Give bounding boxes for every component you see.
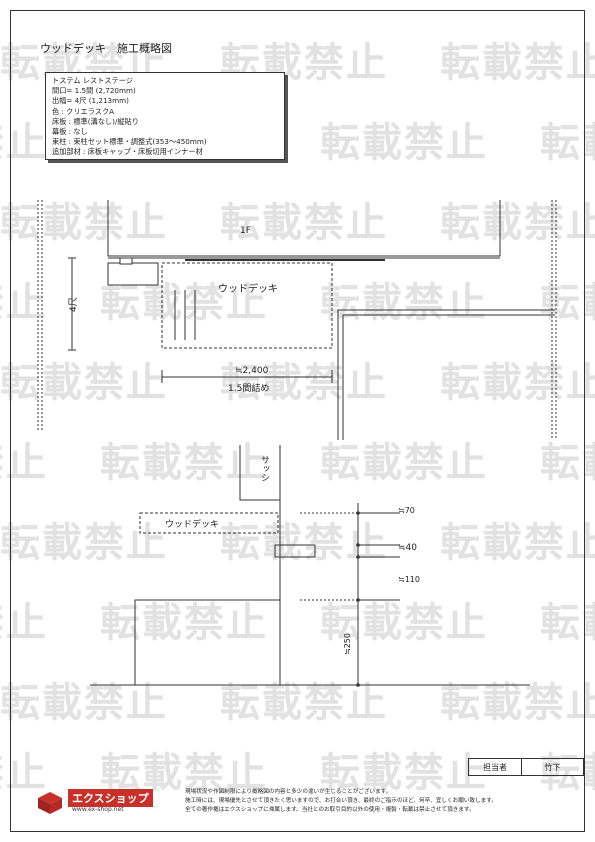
- spec-line: 束柱 : 束柱セット標準・調整式(353～450mm): [52, 137, 207, 147]
- watermark-text: 転載禁止: [0, 520, 168, 566]
- watermark-text: 転載禁止: [540, 440, 595, 486]
- watermark-text: 転載禁止: [0, 360, 168, 406]
- watermark-text: 転載禁止: [320, 440, 488, 486]
- exshop-logo-icon: [38, 792, 62, 814]
- person-name: 竹下: [544, 762, 561, 772]
- watermark-text: 転載禁止: [0, 750, 48, 796]
- watermark-text: 転載禁止: [100, 600, 268, 646]
- spec-line: 追加部材 : 床板キャップ・床板切用インナー材: [52, 147, 203, 157]
- deck-section-label: ウッドデッキ: [165, 520, 220, 530]
- watermark-text: 転載禁止: [540, 280, 595, 326]
- dimension-250: ≒250: [343, 633, 352, 655]
- page-title: ウッドデッキ 施工概略図: [40, 42, 172, 55]
- watermark-text: 転載禁止: [320, 280, 488, 326]
- brand-name: エクスショップ: [68, 789, 153, 807]
- watermark-text: 転載禁止: [540, 750, 595, 796]
- spec-line: 床板 : 標準(溝なし)/縦貼り: [52, 116, 139, 126]
- spec-line: トステム レストステージ: [52, 76, 133, 85]
- watermark-text: 転載禁止: [0, 680, 168, 726]
- watermark-text: 転載禁止: [540, 120, 595, 166]
- depth-dimension-label: 4尺: [69, 297, 79, 312]
- watermark-text: 転載禁止: [0, 200, 168, 246]
- notice-line: 全ての著作権はエクスショップに帰属します。当社とのお取引目的以外の使用・複製・転…: [185, 807, 475, 813]
- notice-line: 施工時には、現場優先とさせて頂きたく思いますので、お打合い頂き、最終のご指示のほ…: [185, 798, 497, 804]
- spec-line: 間口= 1.5間 (2,720mm): [52, 86, 136, 96]
- title-block: 担当者 竹下: [468, 758, 584, 776]
- watermark-text: 転載禁止: [220, 200, 388, 246]
- spec-line: 出幅= 4尺 (1,213mm): [52, 96, 129, 106]
- watermark-text: 転載禁止: [100, 280, 268, 326]
- watermark-text: 転載禁止: [0, 120, 48, 166]
- sash-label: サッシ: [259, 455, 269, 482]
- floor-label: 1F: [240, 226, 251, 236]
- watermark-text: 転載禁止: [320, 600, 488, 646]
- notice-line: 現場状況や作図制限により概略図の内容と多少の違いが生じることがございます。: [185, 789, 392, 795]
- span-label: 1.5間詰め: [228, 384, 270, 394]
- watermark-text: 転載禁止: [440, 680, 595, 726]
- dimension-110: ≒110: [398, 575, 420, 584]
- watermark-text: 転載禁止: [440, 520, 595, 566]
- dimension-70: ≒70: [398, 506, 415, 515]
- watermark-text: 転載禁止: [320, 120, 488, 166]
- footer-notice: 現場状況や作図制限により概略図の内容と多少の違いが生じることがございます。 施工…: [185, 788, 497, 815]
- watermark-text: 転載禁止: [100, 440, 268, 486]
- role-label: 担当者: [469, 759, 522, 775]
- watermark-text: 転載禁止: [0, 280, 48, 326]
- brand-url: www.ex-shop.net: [72, 806, 124, 813]
- watermark-text: 転載禁止: [320, 750, 488, 796]
- spec-box: トステム レストステージ 間口= 1.5間 (2,720mm) 出幅= 4尺 (…: [45, 72, 285, 160]
- watermark-text: 転載禁止: [0, 440, 48, 486]
- spec-line: 色 : クリエラスクA: [52, 106, 115, 116]
- watermark-text: 転載禁止: [100, 750, 268, 796]
- sheet-frame: [10, 10, 585, 832]
- watermark-text: 転載禁止: [440, 40, 595, 86]
- watermark-text: 転載禁止: [220, 360, 388, 406]
- watermark-text: 転載禁止: [440, 360, 595, 406]
- watermark-text: 転載禁止: [440, 200, 595, 246]
- watermark-text: 転載禁止: [540, 600, 595, 646]
- watermark-text: 転載禁止: [220, 680, 388, 726]
- dimension-40: ≒40: [398, 543, 418, 553]
- watermark-text: 転載禁止: [0, 600, 48, 646]
- spec-line: 幕板 : なし: [52, 127, 88, 137]
- width-dimension-label: ≒2,400: [235, 366, 269, 376]
- deck-plan-label: ウッドデッキ: [218, 284, 278, 295]
